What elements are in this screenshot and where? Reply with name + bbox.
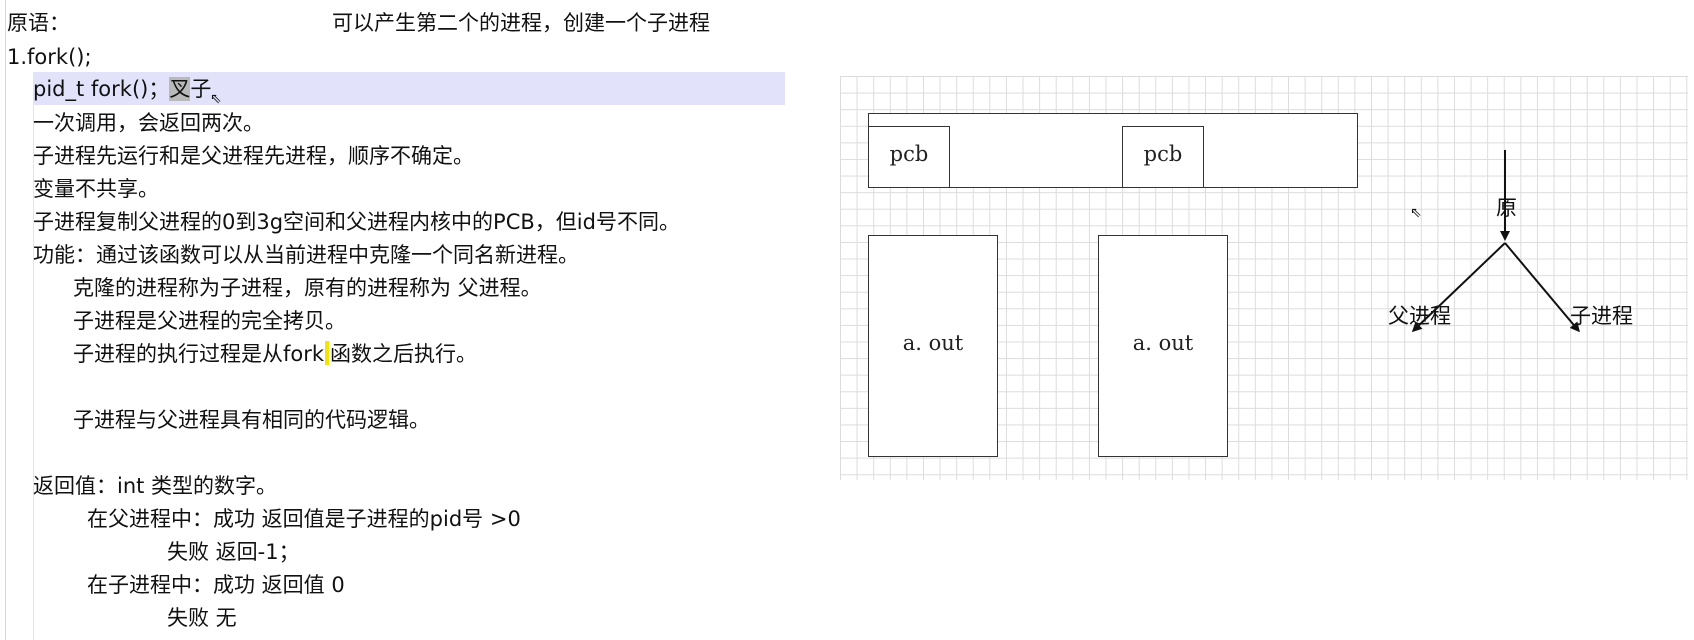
pcb-label-left: pcb <box>889 142 929 166</box>
mouse-pointer-icon: ⇖ <box>210 91 222 107</box>
note-line-9: 子进程与父进程具有相同的代码逻辑。 <box>73 408 430 432</box>
selected-text[interactable]: 叉 <box>169 77 191 101</box>
return-parent-success: 在父进程中：成功 返回值是子进程的pid号 >0 <box>87 507 521 531</box>
tree-child-label: 子进程 <box>1570 304 1633 328</box>
mouse-pointer-icon-diagram: ⇖ <box>1410 205 1422 221</box>
note-line-5: 功能：通过该函数可以从当前进程中克隆一个同名新进程。 <box>33 243 579 267</box>
highlighted-row <box>33 72 785 105</box>
note-line-1: 一次调用，会返回两次。 <box>33 111 264 135</box>
return-child-success: 在子进程中：成功 返回值 0 <box>87 573 345 597</box>
fork-title: 1.fork(); <box>7 45 92 69</box>
tree-root-label: 原 <box>1496 196 1517 220</box>
fork-prototype: pid_t fork()； <box>33 77 170 101</box>
note-line-3: 变量不共享。 <box>33 177 159 201</box>
header-primitive-label: 原语： <box>7 11 70 35</box>
parent-arrow <box>1411 242 1506 333</box>
tree-parent-label: 父进程 <box>1388 304 1451 328</box>
pcb-label-right: pcb <box>1143 142 1183 166</box>
pcb-box-right <box>1122 126 1204 188</box>
fork-prototype-line[interactable]: pid_t fork()；叉子 <box>33 74 211 104</box>
child-arrow <box>1504 242 1580 333</box>
aout-box-right <box>1098 235 1228 457</box>
aout-box-left <box>868 235 998 457</box>
note-line-6: 克隆的进程称为子进程，原有的进程称为 父进程。 <box>73 276 542 300</box>
note-line-7: 子进程是父进程的完全拷贝。 <box>73 309 346 333</box>
aout-label-right: a. out <box>1132 331 1194 355</box>
note-line-4: 子进程复制父进程的0到3g空间和父进程内核中的PCB，但id号不同。 <box>33 210 680 234</box>
page-left-border <box>5 0 6 640</box>
prototype-suffix: 子 <box>190 77 212 101</box>
note-line-8-part1: 子进程的执行过程是从fork <box>73 342 325 366</box>
pcb-box-left <box>868 126 950 188</box>
text-caret <box>325 341 330 365</box>
indent-guide <box>33 100 34 640</box>
note-line-8-part2: 函数之后执行。 <box>330 342 478 366</box>
aout-label-left: a. out <box>902 331 964 355</box>
note-line-2: 子进程先运行和是父进程先进程，顺序不确定。 <box>33 144 474 168</box>
return-value-heading: 返回值：int 类型的数字。 <box>33 474 278 498</box>
header-description: 可以产生第二个的进程，创建一个子进程 <box>332 11 710 35</box>
return-child-fail: 失败 无 <box>167 606 237 630</box>
return-parent-fail: 失败 返回-1； <box>167 540 300 564</box>
